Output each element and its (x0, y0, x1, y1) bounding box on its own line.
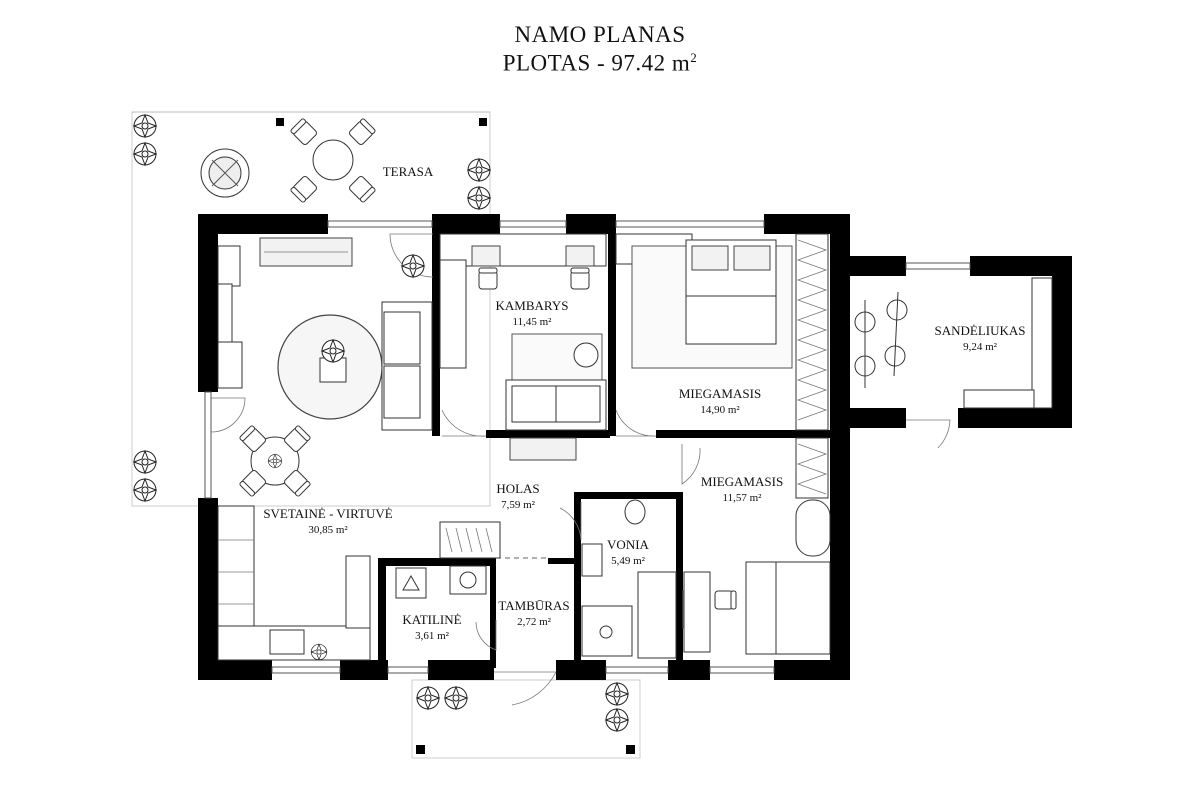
washbasin (581, 543, 603, 577)
room-label-vonia: VONIA (607, 537, 649, 552)
side-table (573, 342, 599, 368)
plant-icon (467, 186, 491, 210)
porch-post (416, 745, 425, 754)
hall-console (509, 437, 577, 461)
plant-icon (310, 643, 328, 661)
plant-icon (133, 114, 157, 138)
terrace-lounge-chair (200, 148, 250, 198)
shelf (1031, 277, 1053, 409)
room-label-svetaine-virtuve: SVETAINĖ - VIRTUVĖ (263, 506, 392, 521)
terrace-dining-set (289, 117, 377, 204)
room-label-katiline: KATILINĖ (402, 612, 461, 627)
monitor (565, 245, 595, 267)
room-area-vonia: 5,49 m² (611, 555, 646, 567)
room-area-kambarys: 11,45 m² (513, 316, 553, 328)
dining-set (238, 424, 312, 498)
bathroom-fixtures (581, 499, 677, 659)
room-area-tamburas: 2,72 m² (517, 616, 552, 628)
terrace (131, 111, 491, 507)
second-bedroom-furniture (683, 437, 831, 655)
plant-icon (133, 478, 157, 502)
room-label-tamburas: TAMBŪRAS (498, 598, 569, 613)
terrace-post (276, 118, 284, 126)
hall-furniture (439, 437, 577, 559)
plant-icon (467, 158, 491, 182)
room-area-svetaine-virtuve: 30,85 m² (308, 524, 348, 536)
room-label-kambarys: KAMBARYS (496, 298, 569, 313)
plant-icon (133, 142, 157, 166)
master-bedroom-furniture (615, 233, 829, 431)
shoe-rack (439, 521, 501, 559)
windows (204, 220, 971, 674)
office-chair (570, 267, 590, 290)
plant-icon (416, 686, 440, 710)
plant-icon (605, 708, 629, 732)
room-label-sandeliukas: SANDĖLIUKAS (935, 323, 1026, 338)
plan-area-label: PLOTAS - 97.42 m (502, 50, 691, 76)
entrance-porch (411, 679, 641, 759)
plan-title: NAMO PLANAS (514, 22, 686, 47)
kambarys-furniture (439, 233, 607, 431)
room-area-holas: 7,59 m² (501, 499, 536, 511)
terrace-post (479, 118, 487, 126)
room-label-miegamasis-1: MIEGAMASIS (679, 386, 761, 401)
boiler-icon (395, 567, 427, 599)
door-swings (210, 233, 951, 706)
plant-icon (268, 454, 282, 468)
armchair (795, 499, 831, 557)
shower (637, 571, 677, 659)
room-label-terasa: TERASA (383, 164, 434, 179)
room-area-sandeliukas: 9,24 m² (963, 341, 998, 353)
wardrobe (795, 437, 829, 499)
plant-icon (321, 339, 345, 363)
exterior-walls (198, 214, 1072, 680)
plant-icon (133, 450, 157, 474)
plan-area-title: PLOTAS - 97.42 m2 (0, 50, 1200, 77)
desk (683, 571, 711, 653)
room-label-miegamasis-2: MIEGAMASIS (701, 474, 783, 489)
office-chair (478, 267, 498, 290)
desk-chair (714, 590, 737, 610)
boiler-room-fixtures (395, 565, 487, 599)
wardrobe (795, 233, 829, 431)
washing-area (581, 605, 633, 657)
plant-icon (401, 254, 425, 278)
plan-area-sup: 2 (690, 50, 698, 65)
room-area-katiline: 3,61 m² (415, 630, 450, 642)
plant-icon (444, 686, 468, 710)
storage-furniture (854, 277, 1053, 409)
kitchen-sink (269, 629, 305, 655)
toilet (624, 499, 646, 525)
monitor (471, 245, 501, 267)
plant-icon (605, 682, 629, 706)
room-area-miegamasis-1: 14,90 m² (700, 404, 740, 416)
bicycle-icon (884, 291, 908, 377)
interior-walls (378, 214, 830, 668)
room-label-holas: HOLAS (496, 481, 539, 496)
bicycle-icon (854, 300, 876, 388)
room-area-miegamasis-2: 11,57 m² (723, 492, 763, 504)
kitchen-counter (217, 505, 371, 661)
side-cabinet (217, 245, 241, 287)
porch-post (626, 745, 635, 754)
living-kitchen-furniture (217, 237, 433, 431)
